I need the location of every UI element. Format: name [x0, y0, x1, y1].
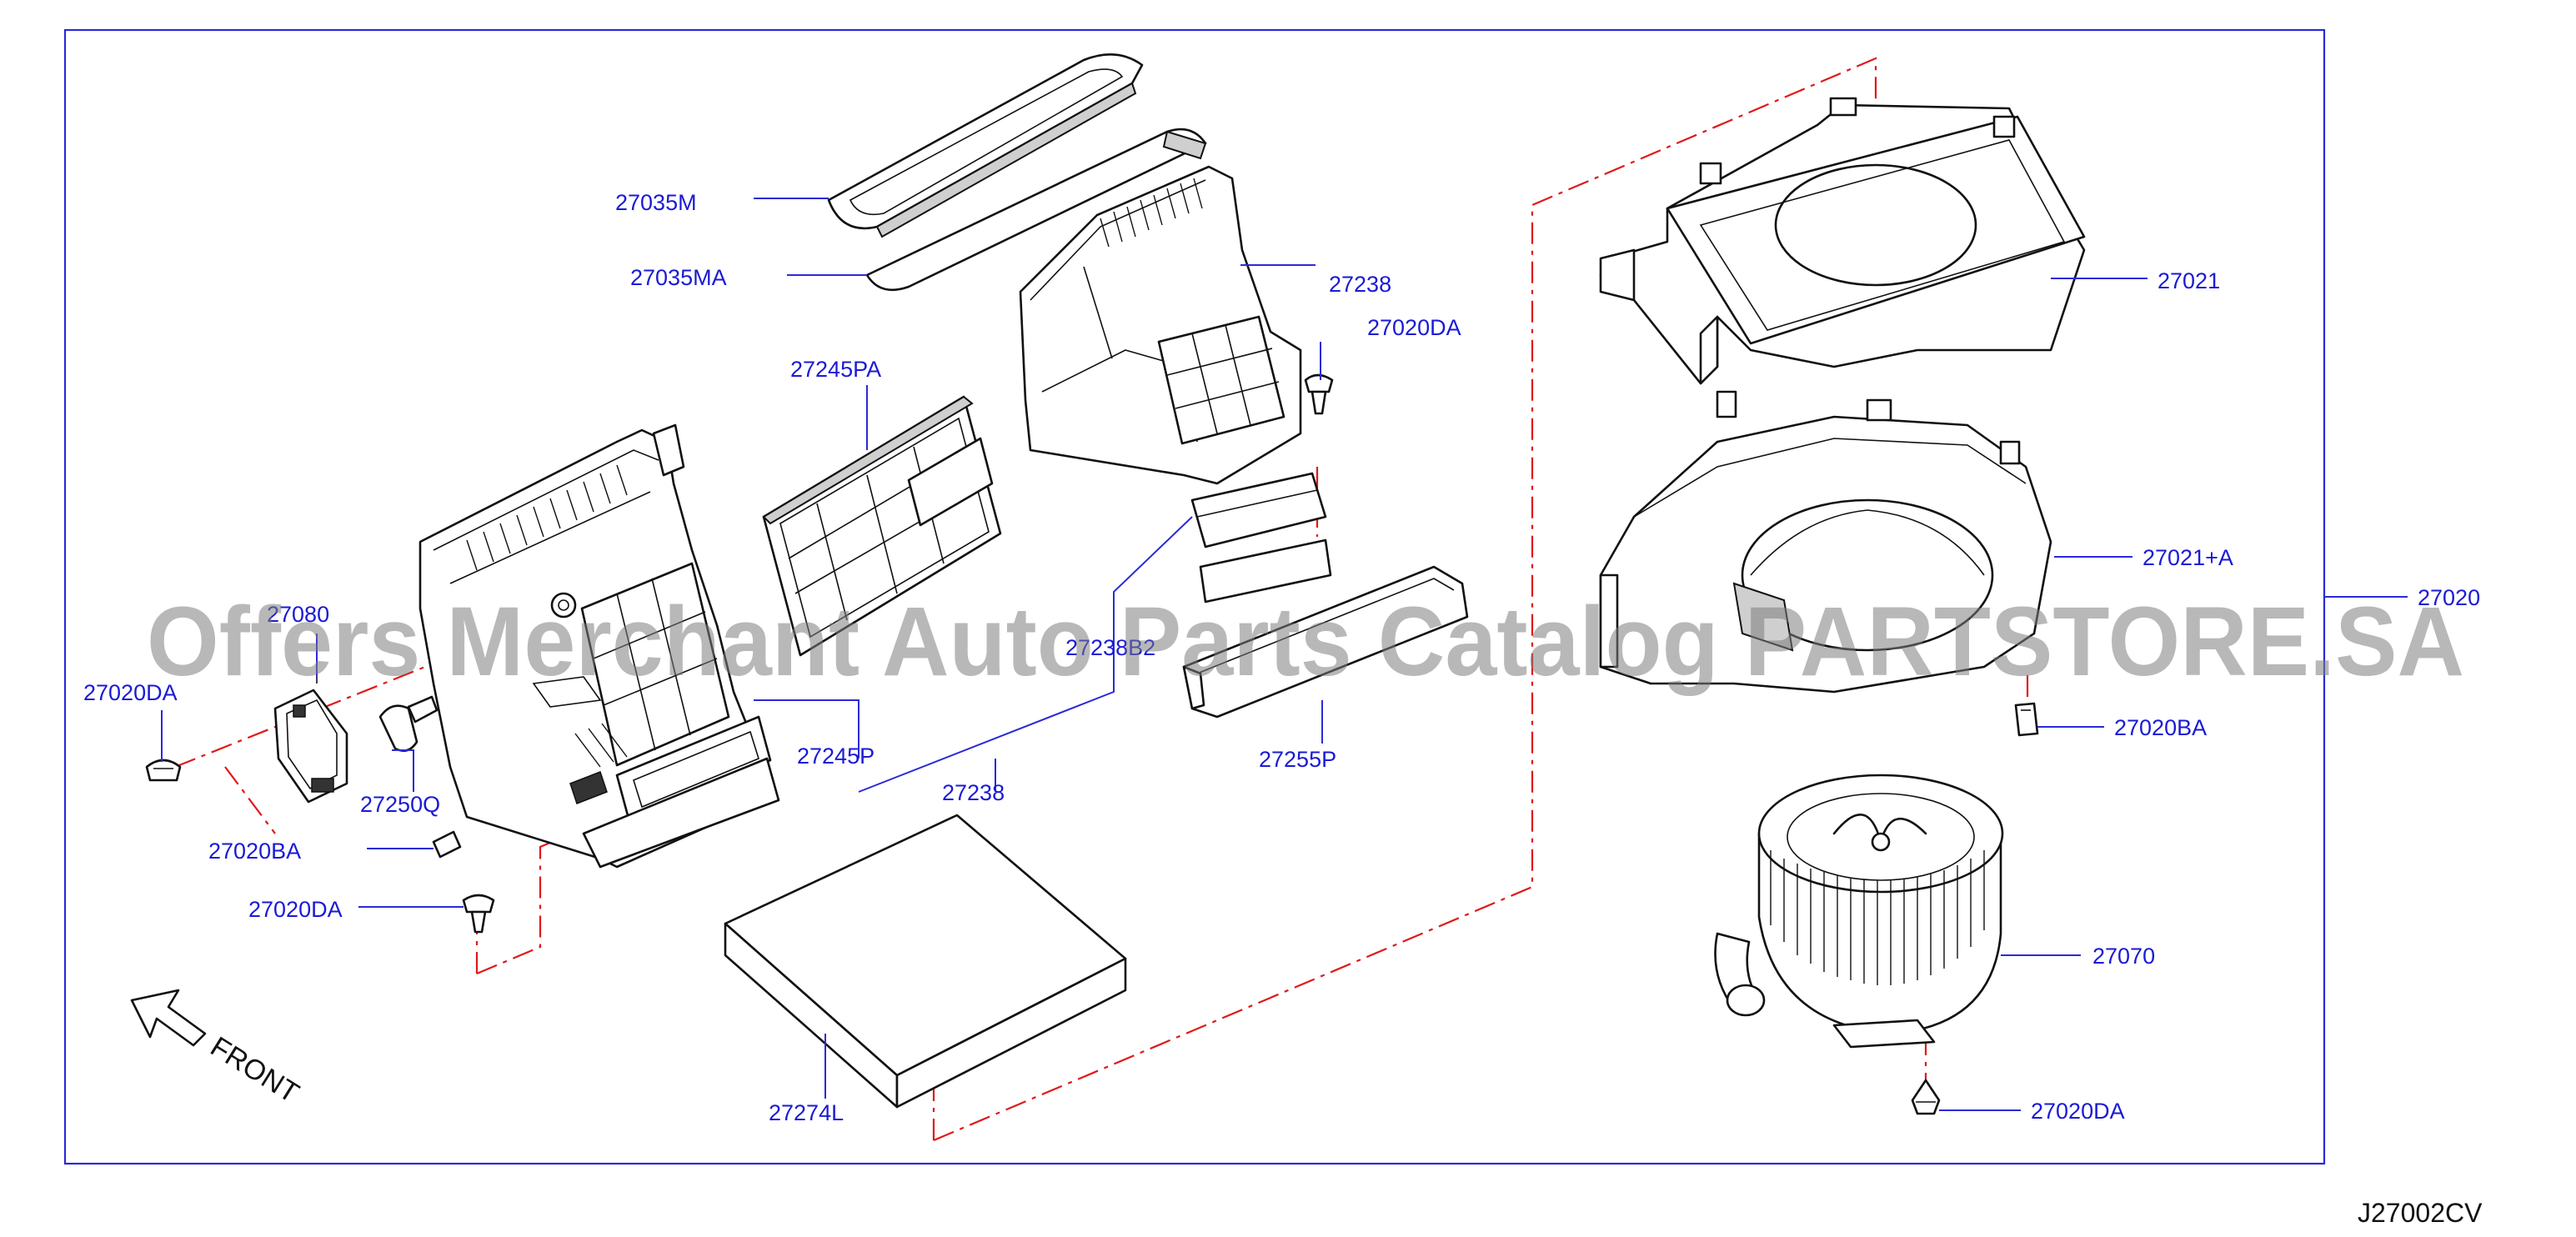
label-27020BA-left[interactable]: 27020BA [208, 839, 301, 864]
lever-27250Q [378, 695, 439, 752]
seal-27035MA [865, 128, 1207, 291]
clip-27020BA-left [432, 830, 462, 859]
blower-case-27021 [1599, 97, 2086, 385]
screw-27020DA-left [145, 759, 182, 782]
intake-box-assembly [418, 423, 780, 869]
label-27245PA[interactable]: 27245PA [790, 357, 881, 382]
front-arrow: FRONT [130, 989, 304, 1109]
watermark: Offers Merchant Auto Parts Catalog PARTS… [147, 587, 2464, 697]
label-27255P[interactable]: 27255P [1259, 747, 1336, 772]
seal-27035M [827, 53, 1144, 238]
diagram-code: J27002CV [2358, 1198, 2483, 1228]
label-27238B2[interactable]: 27238B2 [1065, 635, 1155, 660]
label-27021A[interactable]: 27021+A [2142, 545, 2233, 570]
label-27250Q[interactable]: 27250Q [360, 792, 440, 817]
filter-frame-27245PA [762, 395, 1002, 657]
clip-27020BA-right [2014, 702, 2039, 737]
label-27070[interactable]: 27070 [2092, 944, 2155, 969]
label-27035MA[interactable]: 27035MA [630, 265, 727, 290]
part-labels: 27035M 27035MA 27238 27020DA 27245PA 272… [83, 190, 2480, 1125]
label-27080[interactable]: 27080 [267, 602, 329, 627]
screw-27020DA-top [1304, 373, 1334, 415]
label-27238-bottom[interactable]: 27238 [942, 780, 1005, 805]
label-27274L[interactable]: 27274L [769, 1100, 844, 1125]
label-27020DA-right[interactable]: 27020DA [2031, 1099, 2125, 1124]
label-27020BA-right[interactable]: 27020BA [2114, 715, 2207, 740]
label-27020DA-lower[interactable]: 27020DA [248, 897, 343, 922]
label-27035M[interactable]: 27035M [615, 190, 697, 215]
intake-housing-27238 [1019, 165, 1332, 603]
blower-motor-27070 [1714, 774, 2004, 1049]
cabin-filter-27274L [724, 814, 1127, 1109]
label-27238-top[interactable]: 27238 [1329, 272, 1391, 297]
blower-case-27021A [1599, 390, 2052, 694]
screw-27020DA-right [1911, 1079, 1941, 1115]
label-27020DA-left[interactable]: 27020DA [83, 680, 178, 705]
leader-lines [161, 198, 2408, 1111]
front-label: FRONT [205, 1031, 304, 1109]
filter-cover-27255P [1182, 565, 1469, 719]
screw-27020DA-lower [462, 894, 495, 934]
label-27020DA-top[interactable]: 27020DA [1367, 315, 1461, 340]
label-27021[interactable]: 27021 [2158, 268, 2220, 293]
label-27245P[interactable]: 27245P [797, 744, 875, 769]
label-27020[interactable]: 27020 [2418, 585, 2480, 610]
